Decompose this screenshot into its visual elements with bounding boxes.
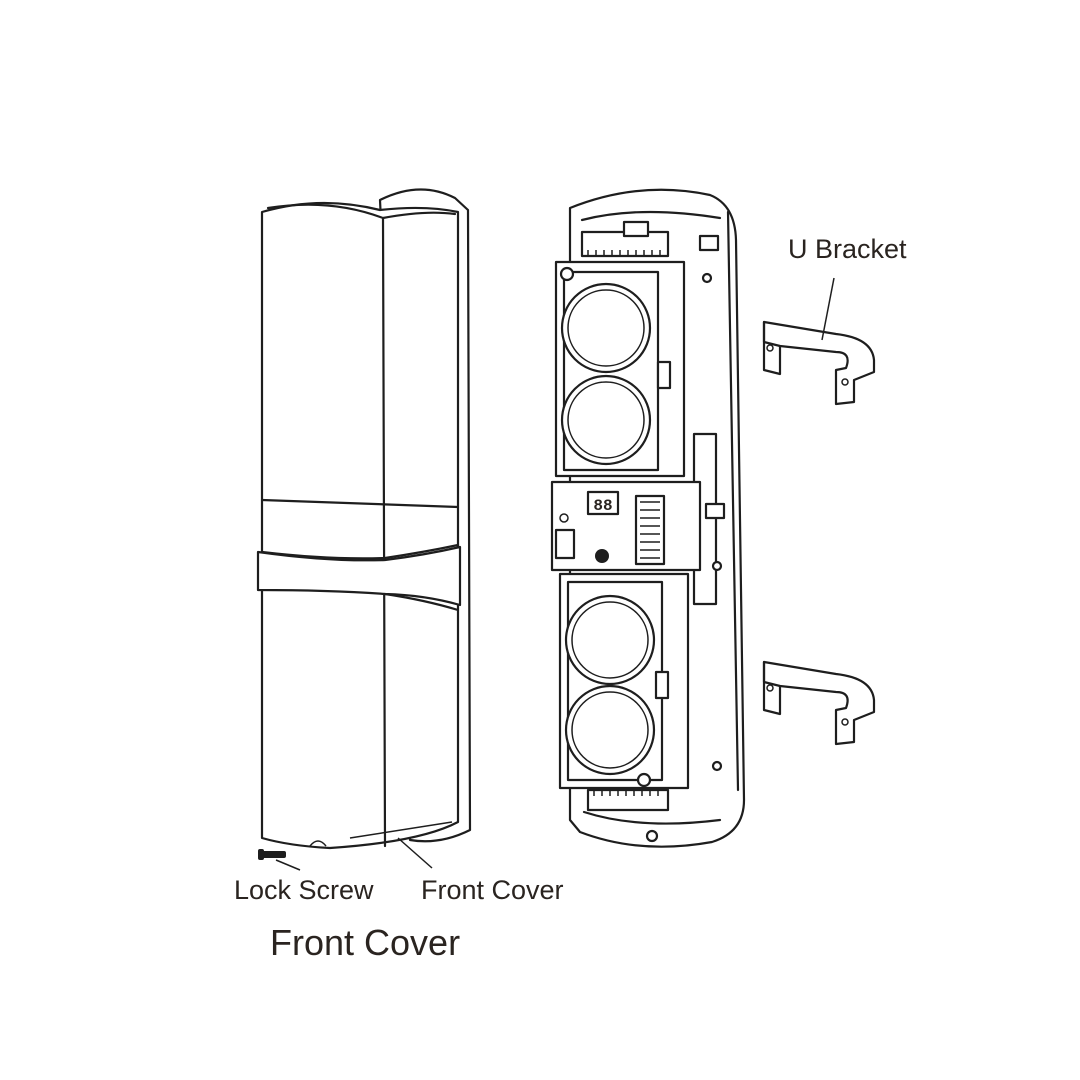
lock-screw-leader [275, 859, 301, 871]
digit-display: 88 [593, 497, 612, 515]
lock-screw-label: Lock Screw [234, 875, 374, 905]
lock-screw-icon [258, 849, 286, 860]
u-bracket-upper [762, 320, 876, 406]
front-cover-shell [256, 188, 472, 850]
u-bracket-lower [762, 660, 876, 746]
front-cover-leader [397, 837, 433, 869]
u-bracket-label: U Bracket [788, 234, 907, 264]
u-bracket-leader [821, 277, 835, 341]
front-cover-callout-label: Front Cover [421, 875, 564, 905]
detector-unit: 88 [550, 188, 746, 848]
diagram-caption: Front Cover [270, 922, 460, 963]
